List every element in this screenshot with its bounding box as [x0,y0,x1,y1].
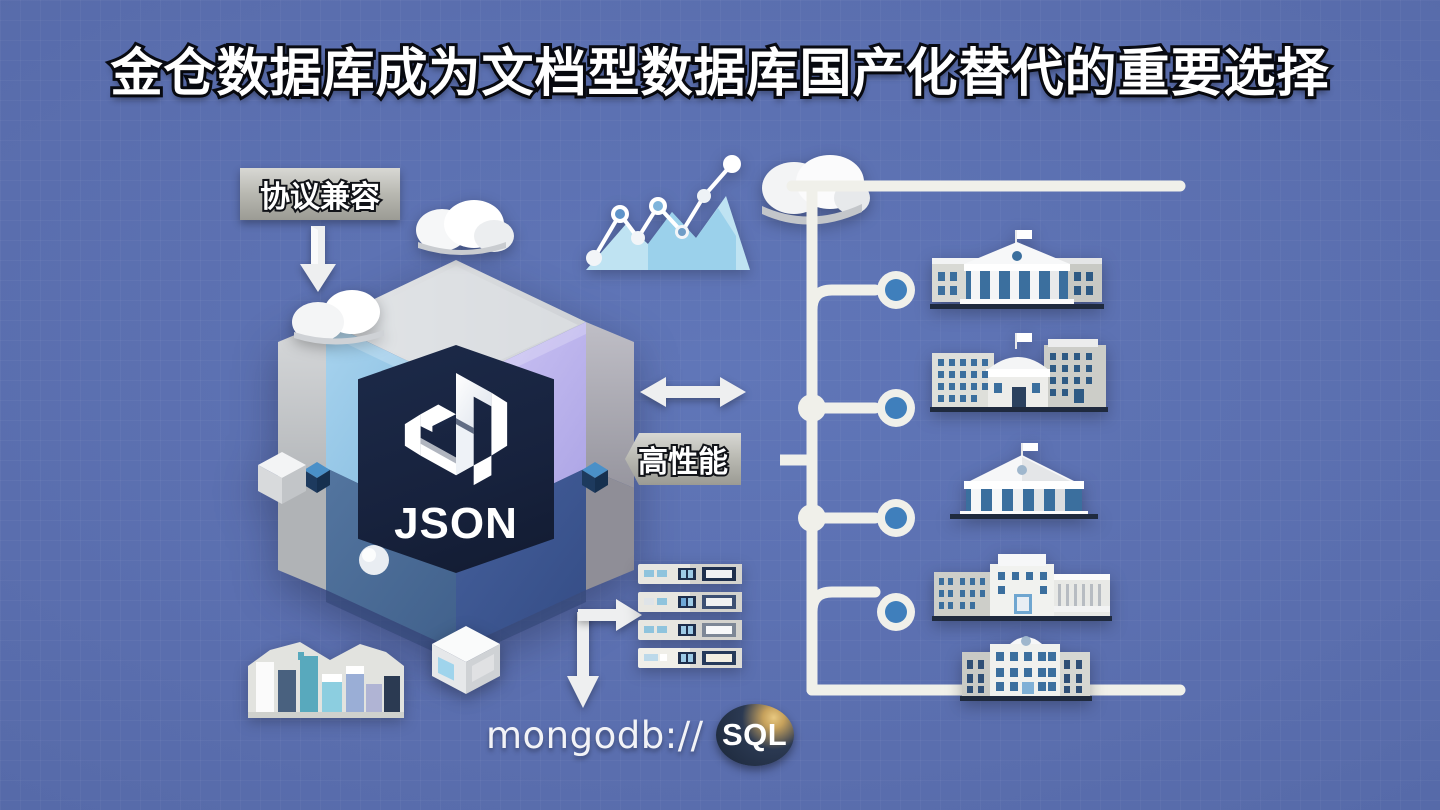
arrow-down-icon [567,612,599,708]
arrow-down-icon [300,226,336,292]
trunk-junction-dot [798,504,826,532]
high-performance-banner[interactable]: 高性能 [625,433,741,485]
network-node-3 [877,499,915,537]
municipal-office-building [960,636,1092,701]
json-label: JSON [394,499,518,548]
growth-chart-icon [586,155,750,270]
cloud-icon [416,200,514,255]
high-performance-label: 高性能 [636,444,730,481]
columned-courthouse-building [950,443,1098,519]
protocol-compatible-banner[interactable]: 协议兼容 [240,168,400,220]
network-node-1 [877,271,915,309]
network-node-2 [877,389,915,427]
hex-sphere [359,545,389,575]
classical-temple-building [930,230,1104,309]
server-rack-icon [638,564,742,668]
json-badge: JSON [358,345,554,573]
arrow-right-icon [578,599,642,631]
network-circuit [780,180,1186,696]
mongodb-protocol-row: mongodb:// SQL [486,704,794,766]
page-title: 金仓数据库成为文档型数据库国产化替代的重要选择 [107,42,1331,106]
city-skyline-icon [248,642,404,718]
domed-government-building [930,333,1108,412]
wide-civic-building [932,554,1112,621]
network-node-4 [877,593,915,631]
hex-white-cube [258,452,306,504]
arrow-left-right-icon [640,377,746,407]
cube-icon [432,626,500,694]
protocol-compatible-label: 协议兼容 [258,179,382,216]
trunk-junction-dot [798,394,826,422]
sql-badge[interactable]: SQL [715,704,794,766]
sql-label: SQL [722,717,788,752]
cloud-icon [292,290,384,345]
mongodb-uri-label: mongodb:// [486,713,704,757]
json-logo-icon [404,372,508,486]
